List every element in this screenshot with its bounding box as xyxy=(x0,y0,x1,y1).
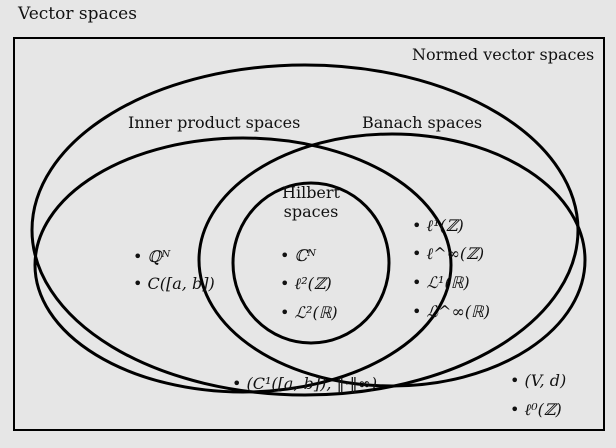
page-title: Vector spaces xyxy=(18,4,137,24)
banach-item: • ℒ¹(ℝ) xyxy=(412,273,470,292)
banach-ellipse xyxy=(197,132,587,388)
vector-item: • (V, d) xyxy=(510,371,566,390)
hilbert-item: • ℓ²(ℤ) xyxy=(280,274,332,293)
inner-product-label: Inner product spaces xyxy=(128,113,300,132)
banach-item: • ℓ^∞(ℤ) xyxy=(412,244,484,263)
hilbert-label-line2: spaces xyxy=(284,202,339,221)
banach-item: • ℓ¹(ℤ) xyxy=(412,216,464,235)
hilbert-label-line1: Hilbert xyxy=(282,183,341,202)
hilbert-item: • ℂᴺ xyxy=(280,246,317,265)
hilbert-item: • ℒ²(ℝ) xyxy=(280,303,338,322)
vector-item: • ℓ⁰(ℤ) xyxy=(510,400,562,419)
inner-item: • C([a, b]) xyxy=(133,274,215,293)
normed-item: • (C¹([a, b]), ‖·‖∞) xyxy=(232,374,377,393)
banach-item: • ℒ^∞(ℝ) xyxy=(412,302,490,321)
banach-label: Banach spaces xyxy=(362,113,482,132)
hilbert-circle xyxy=(231,181,391,345)
inner-product-outer-ellipse xyxy=(30,63,580,397)
inner-item: • ℚᴺ xyxy=(133,247,171,266)
normed-spaces-label: Normed vector spaces xyxy=(412,45,594,64)
normed-spaces-box xyxy=(13,37,605,431)
